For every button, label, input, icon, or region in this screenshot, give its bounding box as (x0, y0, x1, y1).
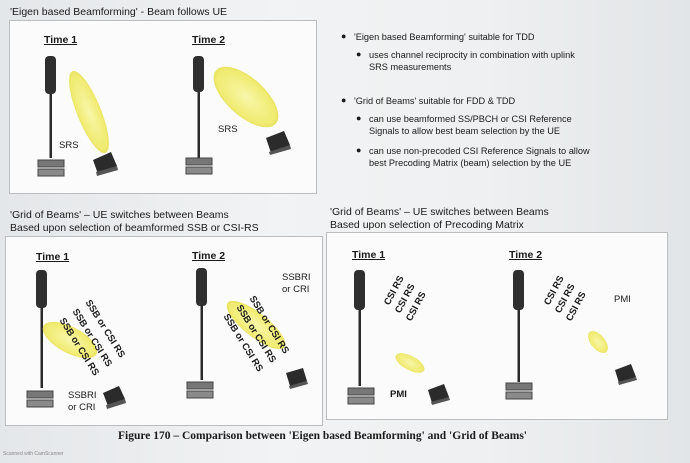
ue-device-icon (266, 131, 291, 155)
bullet-dot-2: ● (341, 95, 347, 105)
panel2-title-line1: 'Grid of Beams' – UE switches between Be… (10, 209, 229, 221)
panel1-srs-label-2: SRS (218, 124, 238, 135)
beam-shape (213, 66, 279, 128)
beam-shape (42, 321, 98, 359)
beam-shape (69, 70, 109, 154)
base-station-icon (347, 387, 375, 405)
ssbri-report-label-2: SSBRI (282, 272, 311, 283)
eigen-panel-title: 'Eigen based Beamforming' - Beam follows… (10, 6, 228, 18)
bullet-csi-l2: best Precoding Matrix (beam) selection b… (369, 158, 572, 168)
base-station-icon (26, 390, 54, 408)
bullet-dot-2a: ● (356, 113, 362, 123)
panel1-time2: Time 2 (192, 34, 226, 46)
antenna-icon (193, 56, 204, 158)
ue-device-icon (103, 386, 126, 409)
pmi-report-label-1: PMI (390, 389, 407, 400)
base-station-icon (37, 159, 65, 177)
ue-device-icon (93, 152, 118, 176)
bullet-dot-1a: ● (356, 49, 362, 59)
beam-shape (226, 300, 286, 350)
bullet-reciprocity-l2: SRS measurements (369, 62, 452, 72)
panel2-time2: Time 2 (192, 250, 226, 262)
scanner-watermark: Scanned with CamScanner (3, 451, 64, 457)
figure-caption: Figure 170 – Comparison between 'Eigen b… (118, 430, 527, 442)
ssbri-report-label-1: SSBRI (68, 390, 97, 401)
base-station-icon (185, 157, 213, 175)
panel1-time1: Time 1 (44, 34, 78, 46)
bullet-dot-1: ● (341, 31, 347, 41)
panel3-time1: Time 1 (352, 249, 386, 261)
bullet-eigen-tdd: 'Eigen based Beamforming' suitable for T… (354, 32, 535, 42)
antenna-icon (513, 270, 524, 382)
bullet-reciprocity-l1: uses channel reciprocity in combination … (369, 50, 575, 60)
base-station-icon (505, 382, 533, 400)
panel1-srs-label-1: SRS (59, 140, 79, 151)
ue-device-icon (286, 368, 308, 389)
pmi-report-label-2: PMI (614, 294, 631, 305)
panel2-title-line2: Based upon selection of beamformed SSB o… (10, 222, 259, 234)
bullet-ssb-l1: can use beamformed SS/PBCH or CSI Refere… (369, 114, 572, 124)
panel2-time1: Time 1 (36, 251, 70, 263)
bullet-gob-fdd-tdd: 'Grid of Beams' suitable for FDD & TDD (354, 96, 516, 106)
grid-of-beams-pmi-panel (326, 232, 668, 420)
panel3-title-line2: Based upon selection of Precoding Matrix (330, 219, 524, 231)
bullet-ssb-l2: Signals to allow best beam selection by … (369, 126, 560, 136)
ue-device-icon (428, 384, 450, 405)
panel3-time2: Time 2 (509, 249, 543, 261)
base-station-icon (186, 381, 214, 399)
ssbri-report-label-2b: or CRI (282, 284, 310, 295)
panel3-title-line1: 'Grid of Beams' – UE switches between Be… (330, 206, 549, 218)
beam-shape (588, 331, 608, 353)
antenna-icon (354, 270, 365, 386)
antenna-icon (196, 268, 207, 380)
ssbri-report-label-1b: or CRI (68, 402, 96, 413)
bullet-csi-l1: can use non-precoded CSI Reference Signa… (369, 146, 590, 156)
antenna-icon (45, 56, 56, 158)
beam-shape (395, 353, 425, 373)
ue-device-icon (615, 364, 637, 385)
antenna-icon (36, 270, 47, 388)
bullet-dot-2b: ● (356, 145, 362, 155)
